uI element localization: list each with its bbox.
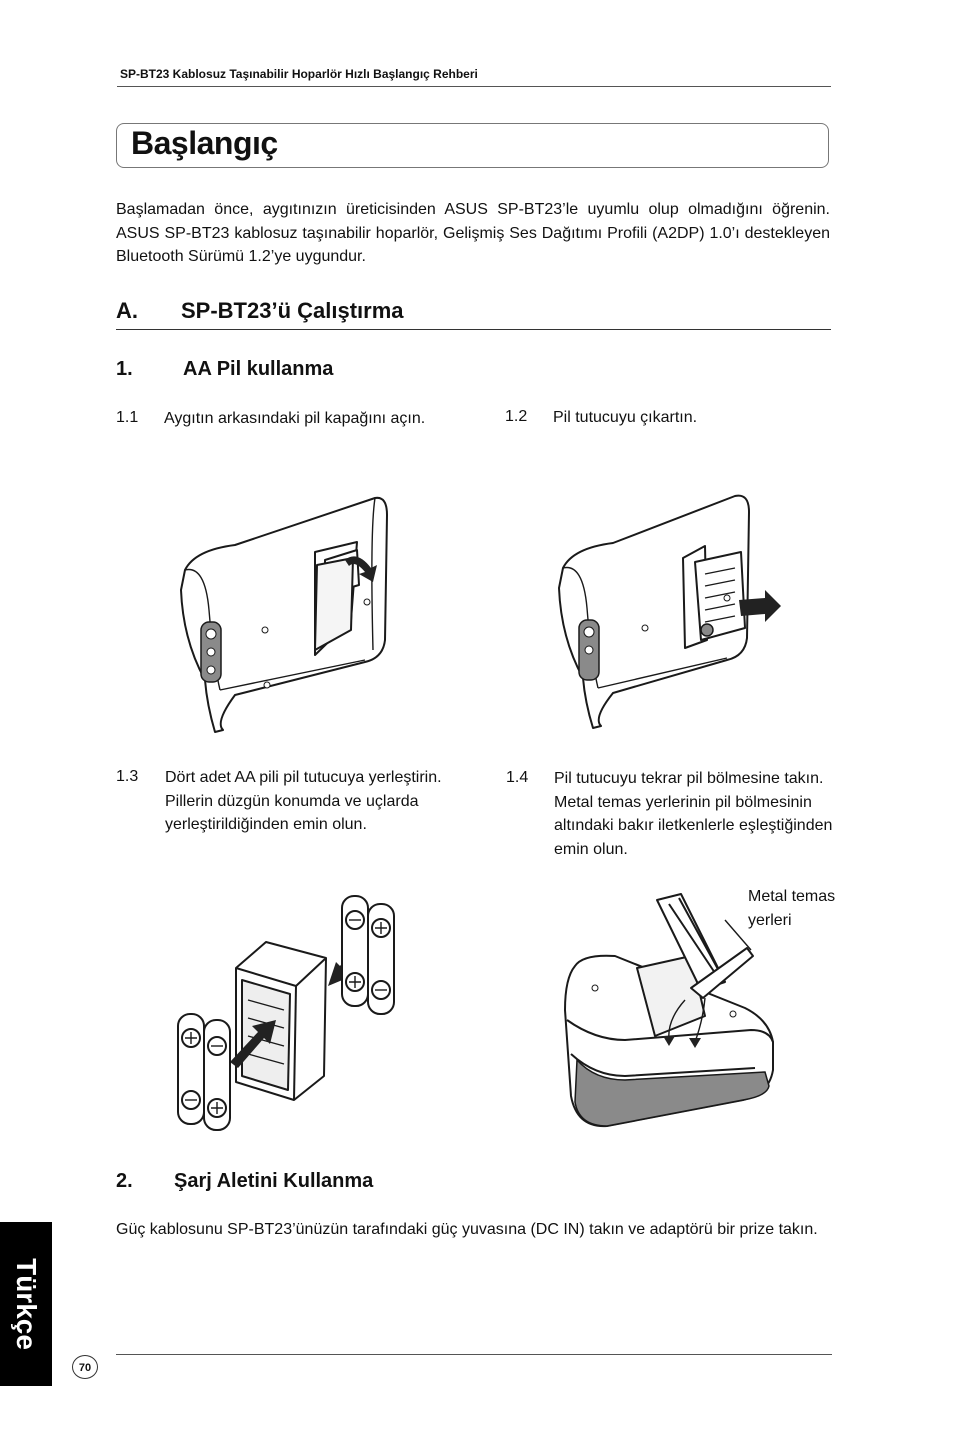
section-a-title: SP-BT23’ü Çalıştırma	[181, 298, 404, 323]
subsection-2-title: Şarj Aletini Kullanma	[174, 1170, 374, 1192]
section-a-rule	[116, 329, 831, 330]
step-1-4-text: Pil tutucuyu tekrar pil bölmesine takın.…	[554, 770, 833, 858]
footer-rule	[116, 1354, 832, 1355]
running-header: SP-BT23 Kablosuz Taşınabilir Hoparlör Hı…	[120, 67, 478, 81]
step-1-1-text: Aygıtın arkasındaki pil kapağını açın.	[164, 410, 426, 427]
header-rule	[117, 86, 831, 87]
step-1-2-number: 1.2	[505, 408, 528, 425]
step-1-3-number: 1.3	[116, 768, 139, 785]
step-1-4-number: 1.4	[506, 769, 529, 786]
metal-contacts-callout: Metal temas yerleri	[748, 888, 836, 929]
step-1-2-text: Pil tutucuyu çıkartın.	[553, 409, 698, 426]
subsection-1-title: AA Pil kullanma	[183, 358, 334, 380]
language-tab-label: Türkçe	[11, 1258, 42, 1350]
page-number: 70	[72, 1355, 98, 1379]
step-1-1-number: 1.1	[116, 409, 139, 426]
page-title: Başlangıç	[131, 125, 278, 161]
subsection-1-number: 1.	[116, 358, 133, 380]
title-box: Başlangıç	[116, 123, 829, 168]
speaker-back-illustration-2	[558, 494, 781, 729]
speaker-back-illustration-1	[180, 496, 388, 733]
speaker-insert-illustration	[564, 893, 774, 1128]
subsection-2-number: 2.	[116, 1170, 133, 1192]
section-a-number: A.	[116, 298, 138, 323]
step-1-3-text: Dört adet AA pili pil tutucuya yerleştir…	[165, 769, 442, 833]
aa-battery-icon	[341, 895, 369, 1007]
charger-paragraph: Güç kablosunu SP-BT23’ünüzün tarafındaki…	[116, 1221, 818, 1238]
intro-paragraph: Başlamadan önce, aygıtınızın üreticisind…	[116, 201, 830, 265]
battery-holder-illustration	[177, 895, 395, 1131]
language-tab: Türkçe	[0, 1222, 52, 1386]
